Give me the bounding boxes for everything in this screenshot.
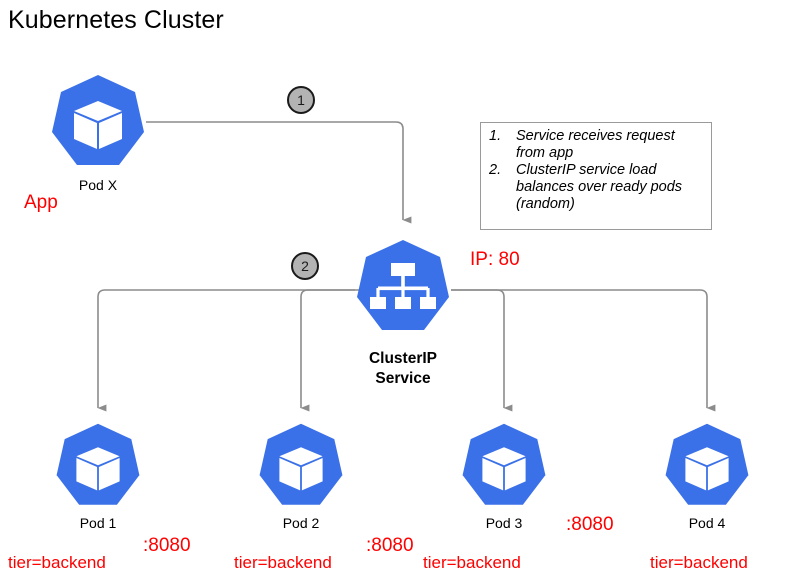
hierarchy-glyph — [370, 263, 436, 309]
pod-2-port-annotation: :8080 — [366, 535, 414, 556]
node-clusterip-service[interactable]: ClusterIP Service — [353, 238, 453, 387]
pod-icon — [56, 423, 140, 505]
cube-glyph — [279, 447, 323, 491]
legend-box: 1. Service receives request from app 2. … — [480, 122, 712, 230]
pod-2-label: Pod 2 — [282, 515, 320, 531]
service-label-line1: ClusterIP — [368, 350, 438, 367]
pod-1-label: Pod 1 — [79, 515, 117, 531]
page-title: Kubernetes Cluster — [8, 6, 224, 34]
legend-item-2: 2. ClusterIP service load balances over … — [489, 162, 705, 213]
service-ip-annotation: IP: 80 — [470, 249, 520, 270]
node-pod-4[interactable]: Pod 4 — [662, 422, 752, 531]
pod-1-tier-annotation: tier=backend — [8, 553, 106, 572]
pod-2-tier-annotation: tier=backend — [234, 553, 332, 572]
edge-service-bus-pod3 — [451, 289, 513, 412]
step-badge-1: 1 — [287, 86, 315, 114]
pod-icon — [259, 423, 343, 505]
pod-3-tier-annotation: tier=backend — [423, 553, 521, 572]
pod-4-tier-annotation: tier=backend — [650, 553, 748, 572]
pod-3-port-annotation: :8080 — [566, 514, 614, 535]
pod-x-label: Pod X — [78, 177, 118, 193]
service-label-line2: Service — [375, 370, 431, 387]
edge-service-bus-right — [451, 289, 716, 412]
pod-icon — [462, 423, 546, 505]
pod-4-label: Pod 4 — [688, 515, 726, 531]
cube-glyph — [482, 447, 526, 491]
node-pod-3[interactable]: Pod 3 — [459, 422, 549, 531]
edge-podx-to-service — [146, 121, 412, 224]
legend-item-2-number: 2. — [489, 161, 502, 178]
step-badge-2: 2 — [291, 252, 319, 280]
legend-list: 1. Service receives request from app 2. … — [489, 128, 705, 213]
legend-item-1: 1. Service receives request from app — [489, 128, 705, 162]
legend-item-1-number: 1. — [489, 128, 502, 144]
node-pod-x[interactable]: Pod X — [48, 73, 148, 193]
service-hierarchy-icon — [357, 240, 449, 330]
cube-glyph — [74, 101, 122, 149]
legend-item-2-text: ClusterIP service load balances over rea… — [516, 161, 683, 212]
pod-1-port-annotation: :8080 — [143, 535, 191, 556]
cube-glyph — [685, 447, 729, 491]
pod-icon — [665, 423, 749, 505]
node-pod-1[interactable]: Pod 1 — [53, 422, 143, 531]
app-annotation: App — [24, 192, 58, 213]
pod-icon — [52, 75, 144, 165]
pod-3-label: Pod 3 — [485, 515, 523, 531]
legend-item-1-text: Service receives request from app — [516, 128, 675, 161]
edge-service-bus-left — [97, 289, 355, 412]
cube-glyph — [76, 447, 120, 491]
node-pod-2[interactable]: Pod 2 — [256, 422, 346, 531]
